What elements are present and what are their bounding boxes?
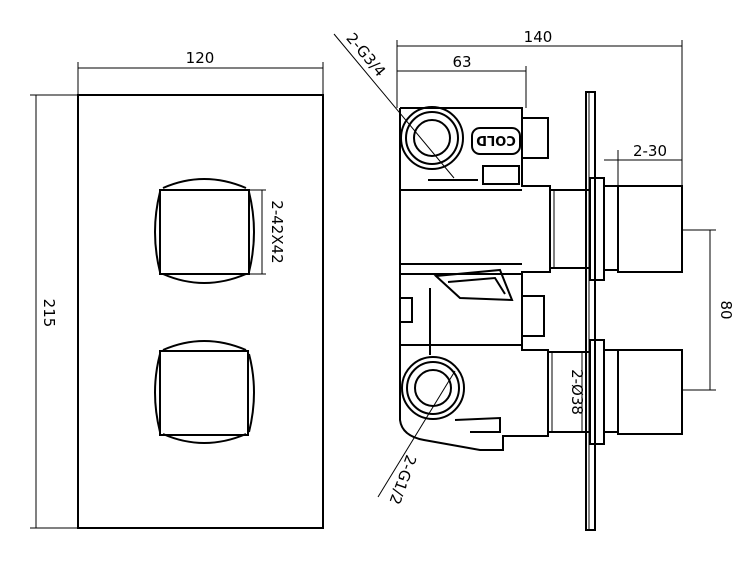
depth-label: 140 [524, 28, 553, 46]
centres-dimension: 80 [682, 229, 735, 391]
shank-dimension: 2-Ø38 [548, 351, 586, 433]
cold-label: COLD [476, 132, 516, 147]
bottom-outlet-port [401, 356, 465, 420]
outlet-label: 2-G1/2 [385, 453, 419, 507]
depth-dimension: 140 [396, 28, 683, 186]
top-inlet-port [400, 106, 464, 170]
side-view: 140 63 2-G3/4 [333, 28, 735, 531]
lower-handle [154, 340, 255, 444]
shank-label: 2-Ø38 [568, 369, 586, 415]
body-depth-dimension: 63 [397, 53, 527, 108]
handle-offset-label: 2-30 [633, 142, 667, 160]
centres-label: 80 [717, 300, 735, 319]
width-dimension: 120 [77, 49, 324, 95]
width-label: 120 [186, 49, 215, 67]
valve-body [399, 107, 551, 451]
handle-size-label: 2-42X42 [268, 200, 286, 263]
upper-handle [154, 178, 255, 284]
height-label: 215 [40, 299, 58, 328]
upper-shank [549, 177, 683, 281]
front-plate [77, 94, 324, 529]
handle-offset-dimension: 2-30 [604, 142, 682, 186]
handle-dimension: 2-42X42 [249, 189, 286, 275]
body-depth-label: 63 [452, 53, 471, 71]
cold-marking: COLD [471, 127, 521, 155]
wall-plate [585, 91, 596, 531]
height-dimension: 215 [30, 94, 78, 529]
front-view: 120 215 2-42 [30, 49, 324, 529]
